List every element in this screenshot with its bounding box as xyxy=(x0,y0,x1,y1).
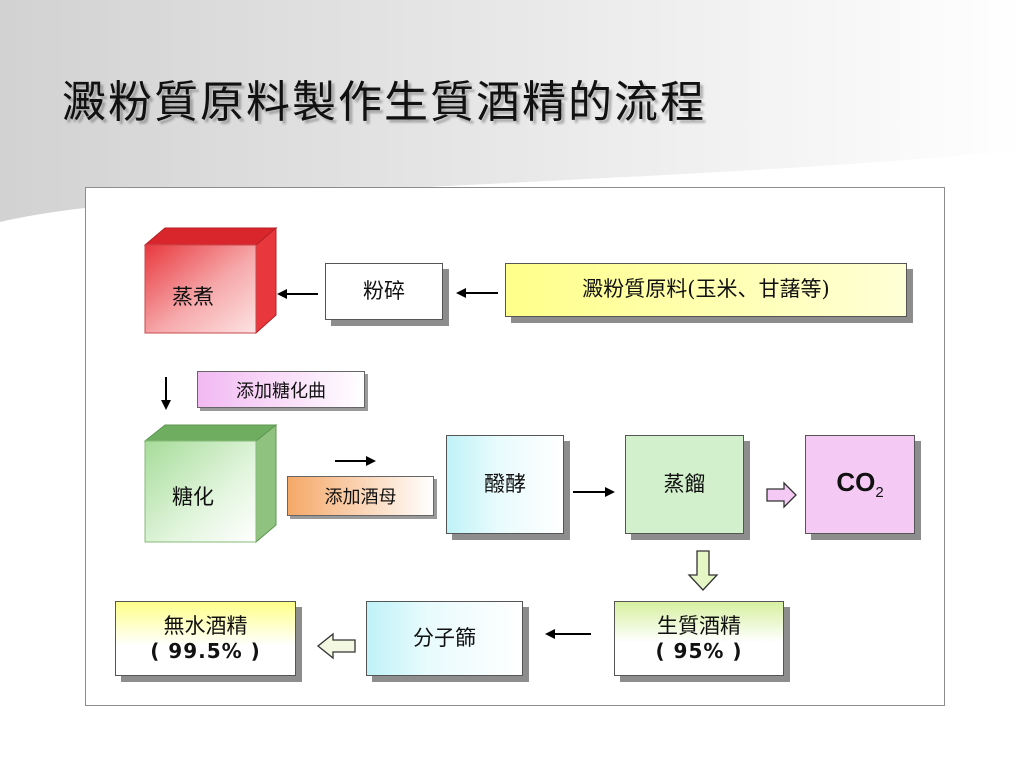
slide-title: 澱粉質原料製作生質酒精的流程 xyxy=(62,77,706,128)
co2-main: CO xyxy=(836,467,876,497)
molecular-sieve-label: 分子篩 xyxy=(413,625,476,650)
co2-sub: 2 xyxy=(875,484,884,501)
distill-box: 蒸餾 xyxy=(625,435,744,534)
steam-label: 蒸煮 xyxy=(172,285,214,309)
add-yeast-label: 添加酒母 xyxy=(287,476,434,516)
crush-box: 粉碎 xyxy=(325,263,443,320)
molecular-sieve-box: 分子篩 xyxy=(366,601,523,676)
add-koji-label: 添加糖化曲 xyxy=(197,371,365,408)
ferment-label: 醱酵 xyxy=(484,471,526,496)
bioethanol-box: 生質酒精 ( 95% ) xyxy=(614,601,784,676)
anhydrous-ethanol-percent: ( 99.5% ) xyxy=(150,639,261,664)
co2-box: CO2 xyxy=(805,435,915,534)
raw-material-label: 澱粉質原料(玉米、甘藷等) xyxy=(582,277,830,302)
bioethanol-percent: ( 95% ) xyxy=(655,639,743,664)
ferment-box: 醱酵 xyxy=(446,435,564,534)
co2-label: CO2 xyxy=(836,467,883,502)
bioethanol-label: 生質酒精 xyxy=(657,613,741,638)
crush-label: 粉碎 xyxy=(363,278,405,303)
anhydrous-ethanol-box: 無水酒精 ( 99.5% ) xyxy=(115,601,296,676)
raw-material-box: 澱粉質原料(玉米、甘藷等) xyxy=(505,263,907,317)
anhydrous-ethanol-label: 無水酒精 xyxy=(163,613,248,638)
distill-label: 蒸餾 xyxy=(663,471,706,496)
background-swoosh xyxy=(0,0,1024,222)
saccharify-label: 糖化 xyxy=(172,485,214,509)
